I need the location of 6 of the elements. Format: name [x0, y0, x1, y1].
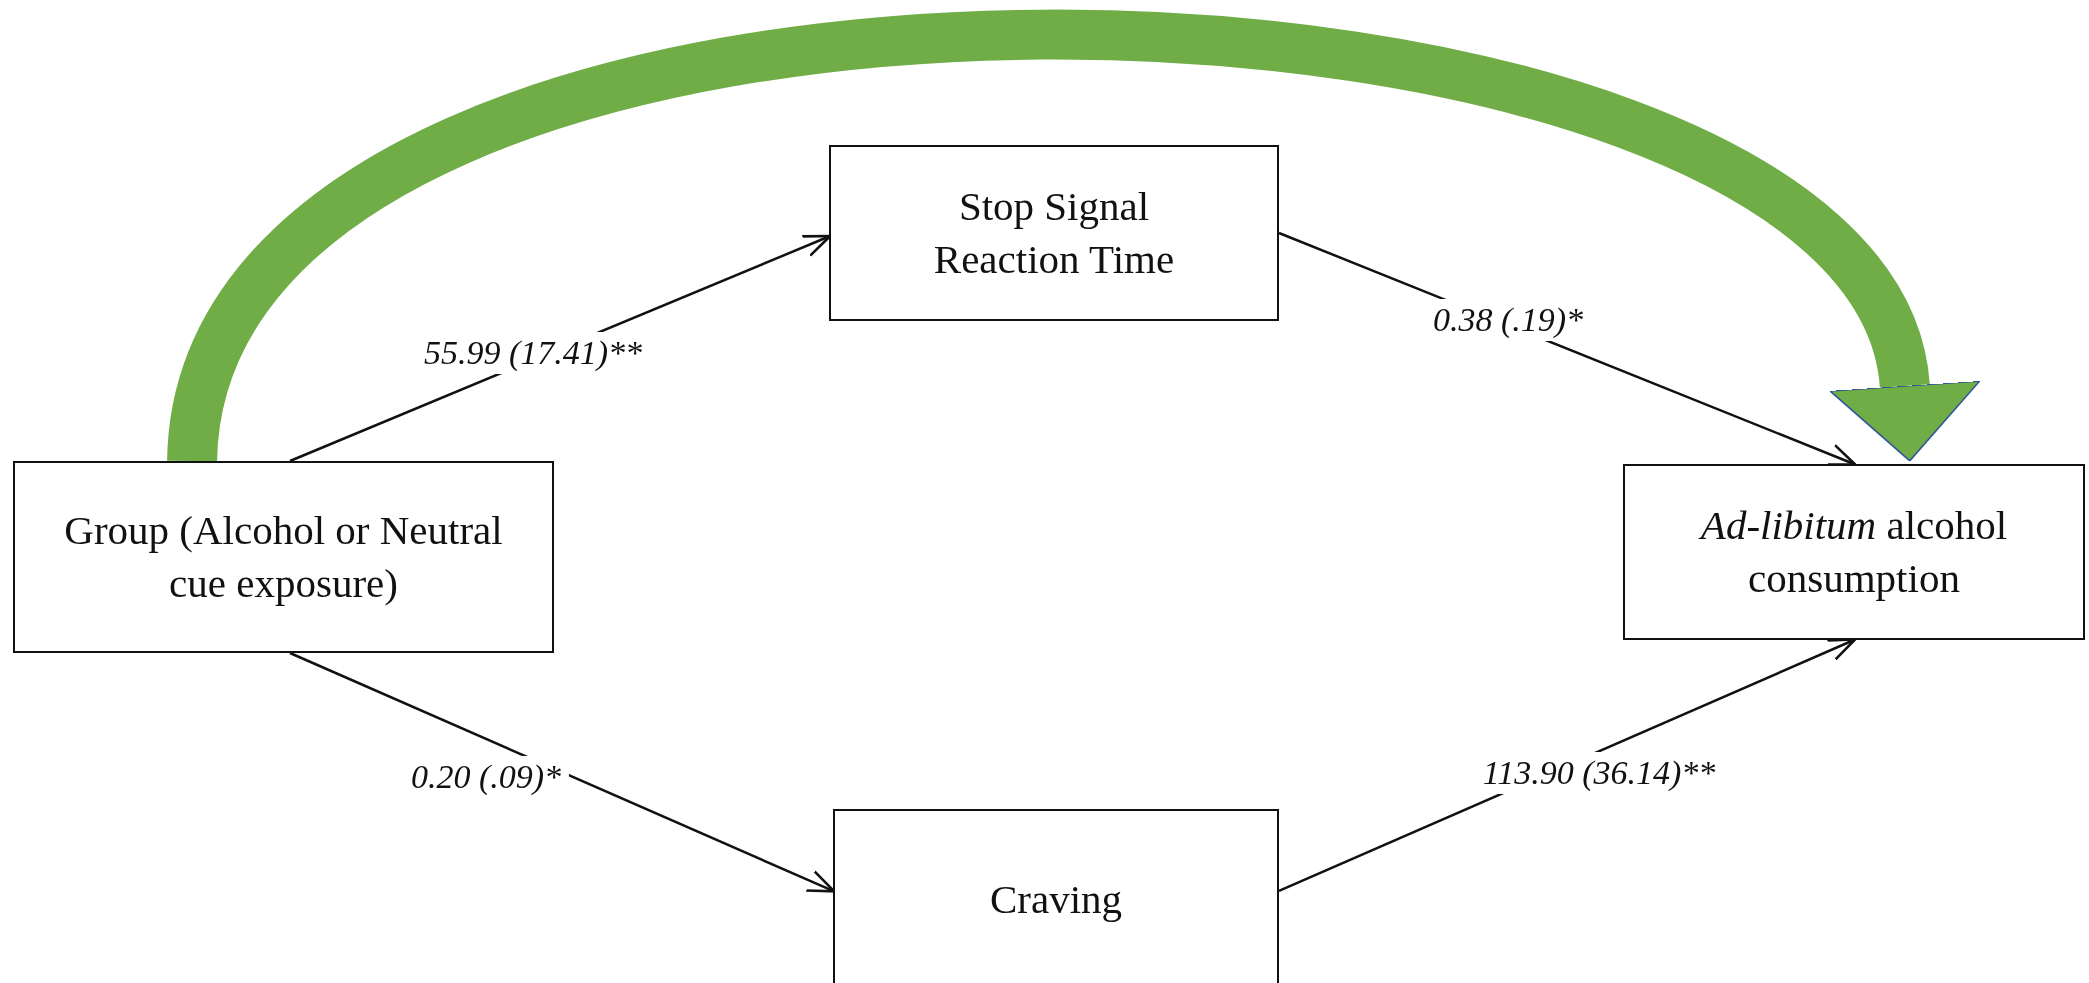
node-label: Group (Alcohol or Neutral cue exposure) [63, 505, 504, 608]
variable-box [1623, 464, 2085, 640]
variable-box [13, 461, 554, 653]
node-label: Ad-libitum alcohol consumption [1697, 500, 2009, 603]
variable-box [833, 809, 1279, 983]
node-label: Craving [989, 875, 1123, 925]
